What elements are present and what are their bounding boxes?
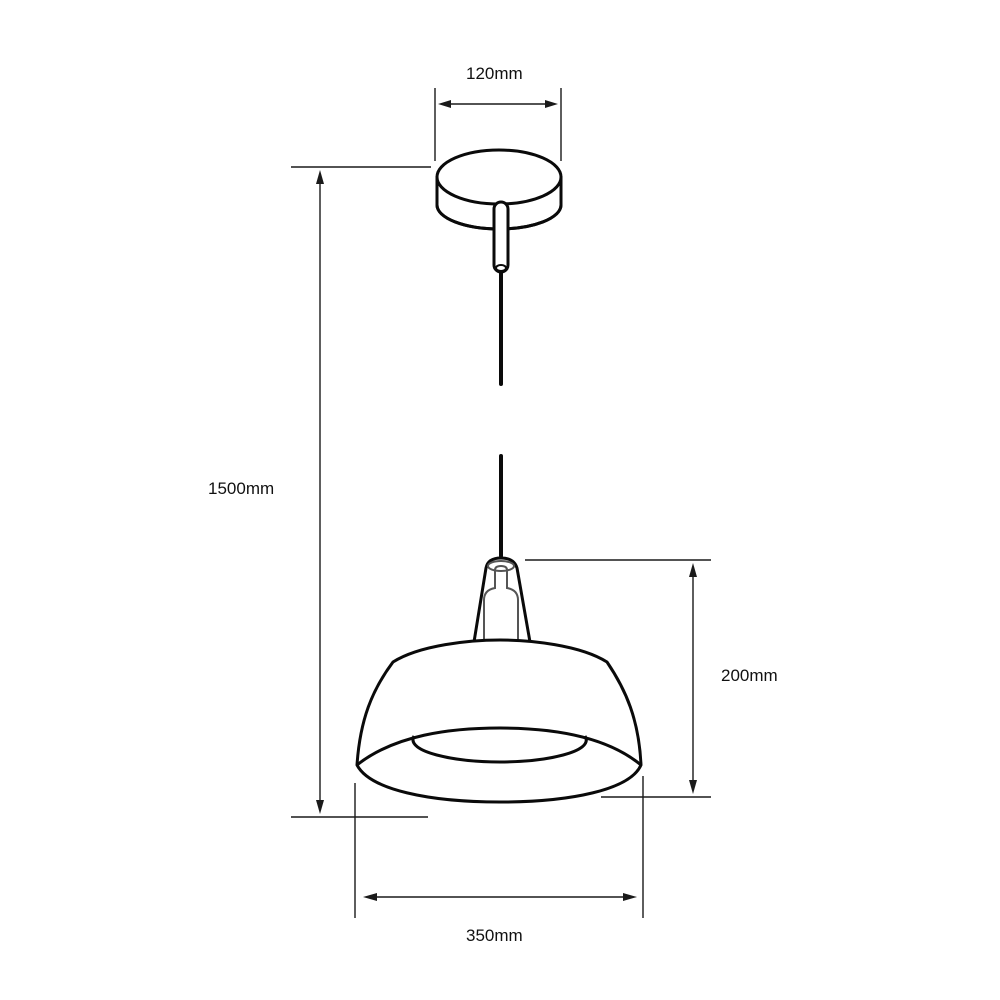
label-shade-height: 200mm: [721, 666, 778, 685]
label-shade-width: 350mm: [466, 926, 523, 945]
socket-housing: [472, 556, 532, 644]
dimension-overall-drop: [291, 166, 431, 818]
dome-shade: [355, 638, 643, 804]
label-canopy-width: 120mm: [466, 64, 523, 83]
dimension-canopy-width: [434, 88, 562, 161]
dimension-shade-width: [354, 776, 644, 918]
label-overall-drop: 1500mm: [208, 479, 275, 498]
dimension-shade-height: [525, 559, 711, 798]
cable-grip-rod: [492, 200, 510, 274]
